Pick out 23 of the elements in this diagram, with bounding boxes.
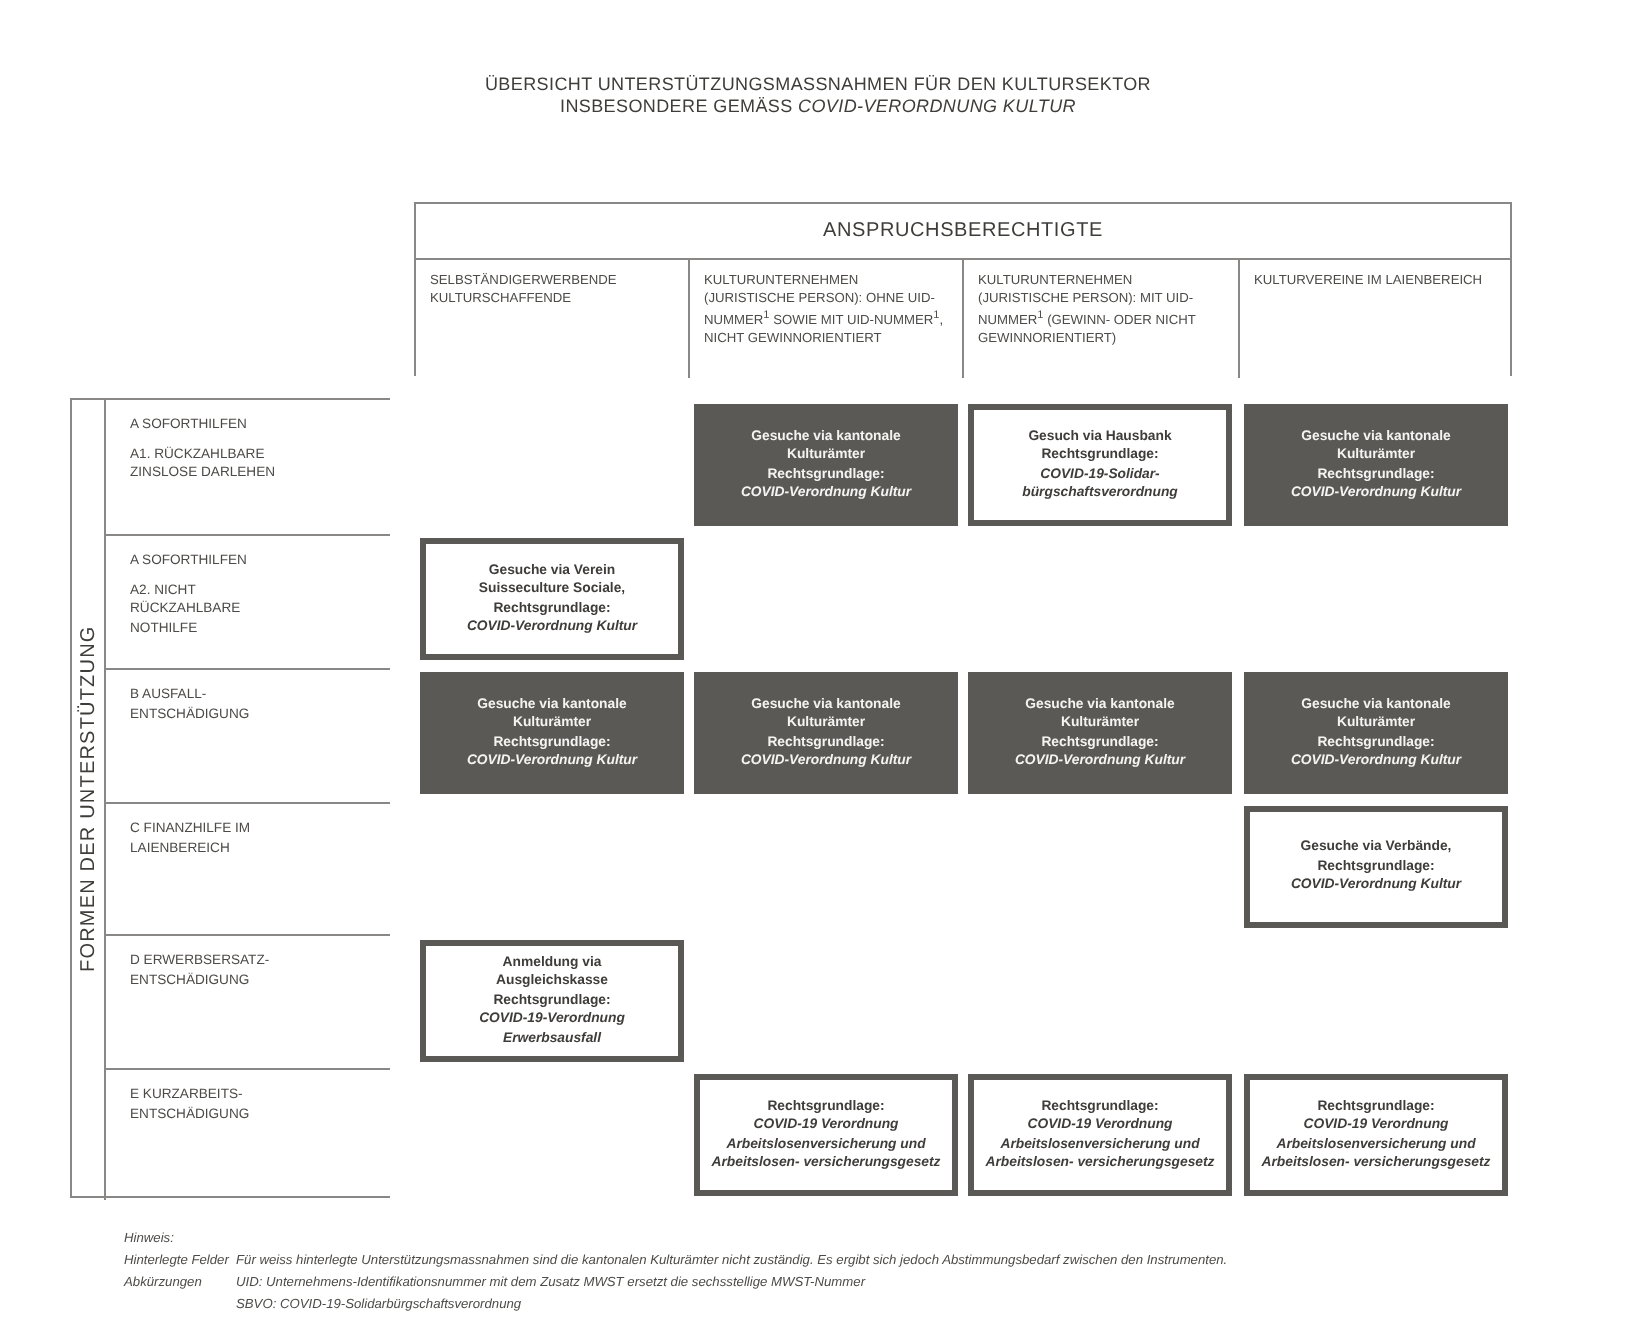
header-frame <box>414 202 1512 376</box>
filled-measure-box <box>968 672 1232 794</box>
row-header <box>104 668 390 802</box>
row-group-title: FORMEN DER UNTERSTÜTZUNG <box>75 622 102 976</box>
filled-measure-box <box>420 672 684 794</box>
row-header <box>104 534 390 668</box>
outlined-measure-box <box>968 404 1232 526</box>
row-header <box>104 934 390 1068</box>
filled-measure-box <box>1244 404 1508 526</box>
row-header <box>104 802 390 934</box>
outlined-measure-box <box>1244 1074 1508 1196</box>
diagram-title: ÜBERSICHT UNTERSTÜTZUNGSMASSNAHMEN FÜR DEN KULTURSEKTOR INSBESONDERE GEMÄSS COVID-VERORDNUNG KULTUR <box>482 74 1154 118</box>
row-frame <box>70 398 390 1198</box>
row-header <box>104 1068 390 1200</box>
outlined-measure-box <box>968 1074 1232 1196</box>
outlined-measure-box <box>420 940 684 1062</box>
header-title: ANSPRUCHSBERECHTIGTE <box>823 220 1103 242</box>
outlined-measure-box <box>694 1074 958 1196</box>
filled-measure-box <box>1244 672 1508 794</box>
outlined-measure-box <box>420 538 684 660</box>
filled-measure-box <box>694 672 958 794</box>
outlined-measure-box <box>1244 806 1508 928</box>
filled-measure-box <box>694 404 958 526</box>
